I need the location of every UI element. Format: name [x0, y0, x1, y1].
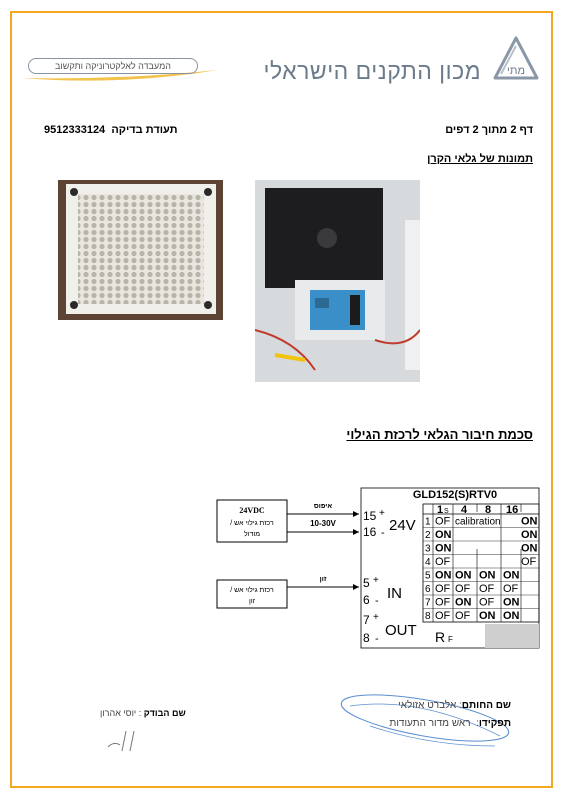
svg-text:+: +: [373, 612, 379, 623]
terminal-6: 6: [363, 593, 370, 607]
switch-cell-r5-c3: ON: [479, 570, 496, 582]
signer-line: שם החותם: אלברט אזולאי: [398, 700, 511, 711]
terminal-rf: R: [435, 629, 445, 645]
svg-text:-: -: [375, 595, 379, 607]
switch-cell-r6-c3: OF: [479, 583, 495, 595]
diagram-title: סכמת חיבור הגלאי לרכזת הגילוי: [346, 427, 533, 442]
terminal-16: 16: [363, 525, 377, 539]
switch-cell-r7-c3: OF: [479, 597, 495, 609]
signer-name: אלברט אזולאי: [398, 700, 457, 711]
switch-cell-r6-c1: OF: [435, 583, 451, 595]
switch-cell-r3-c1: ON: [435, 543, 452, 555]
logo-text: מתי: [507, 65, 525, 77]
terminal-5: 5: [363, 576, 370, 590]
zone-box: [216, 579, 288, 609]
switch-cell-r5-c0: 5: [425, 571, 431, 582]
checker-label: שם הבודק: [143, 708, 186, 718]
lab-swoosh-icon: [22, 70, 218, 81]
terminal-in: IN: [387, 585, 402, 602]
page-frame: [10, 11, 553, 788]
header-8: 8: [485, 504, 491, 516]
svg-text:-: -: [381, 527, 385, 539]
svg-text:-: -: [375, 633, 379, 645]
reflector-photo: [58, 180, 223, 320]
switch-table: 1 S 4 8 16: [422, 503, 540, 648]
page-info: דף 2 מתוך 2 דפים: [445, 124, 533, 136]
signer-label: שם החותם: [461, 700, 511, 711]
switch-cell-r8-c1: OF: [435, 610, 451, 622]
zone-box-line1: רכזת גילוי אש /: [230, 586, 274, 594]
org-name: מכון התקנים הישראלי: [263, 58, 481, 84]
wiring-diagram: 24VDC רכזת גילוי אש / מודול רכזת גילוי א…: [216, 487, 540, 649]
voltage-range: 10-30V: [310, 519, 336, 528]
switch-cell-r7-c2: ON: [455, 597, 472, 609]
switch-cell-r6-c4: OF: [503, 583, 519, 595]
terminal-15: 15: [363, 509, 377, 523]
cert-label: תעודת בדיקה: [111, 124, 178, 136]
svg-text:+: +: [373, 575, 379, 586]
svg-text:+: +: [379, 508, 385, 519]
switch-cell-r3-c3: ON: [521, 543, 538, 555]
terminal-out: OUT: [385, 622, 417, 639]
lab-name-badge: המעבדה לאלקטרוניקה ותקשוב: [28, 58, 198, 74]
signature-stamp-swirl: [340, 694, 510, 747]
cert-number: 9512333124: [44, 124, 106, 136]
power-box-line3: מודול: [244, 530, 260, 538]
terminal-rf-sub: F: [448, 635, 453, 644]
mati-logo-icon: מתי: [493, 36, 539, 80]
switch-cell-r1-c3: ON: [521, 516, 538, 528]
header-4: 4: [461, 504, 468, 516]
switch-cell-r1-c0: 1: [425, 517, 431, 528]
switch-cell-r8-c2: OF: [455, 610, 471, 622]
power-box-line2: רכזת גילוי אש /: [230, 519, 274, 527]
power-box-line1: 24VDC: [239, 506, 265, 515]
photos-title: תמונות של גלאי הקרן: [427, 153, 533, 165]
switch-cell-r5-c1: ON: [435, 570, 452, 582]
switch-cell-r8-c0: 8: [425, 611, 431, 622]
switch-cell-r5-c2: ON: [455, 570, 472, 582]
switch-cell-r2-c3: ON: [521, 529, 538, 541]
switch-cell-r1-c1: OF: [435, 516, 451, 528]
role-label: תפקידו: [478, 718, 511, 729]
role-value: ראש מדור התעודות: [389, 718, 471, 729]
zone-box-line2: זון: [249, 598, 256, 605]
switch-cell-r6-c0: 6: [425, 584, 431, 595]
header-16: 16: [506, 504, 518, 516]
switch-cell-r7-c1: OF: [435, 597, 451, 609]
zone-label: זון: [320, 576, 327, 583]
reset-label: איפוס: [314, 503, 333, 510]
switch-cell-r2-c0: 2: [425, 530, 431, 541]
power-box: [216, 499, 288, 543]
switch-cell-r7-c4: ON: [503, 597, 520, 609]
checker-signature-scribble: [107, 730, 135, 752]
switch-cell-r6-c2: OF: [455, 583, 471, 595]
switch-cell-r1-c2: calibration: [455, 517, 501, 528]
terminal-7: 7: [363, 613, 370, 627]
certificate-line: תעודת בדיקה 9512333124: [44, 124, 178, 136]
switch-cell-r4-c0: 4: [425, 557, 431, 568]
switch-cell-r2-c1: ON: [435, 529, 452, 541]
switch-cell-r5-c4: ON: [503, 570, 520, 582]
switch-cell-r4-c3: OF: [521, 556, 537, 568]
switch-cell-r7-c0: 7: [425, 598, 431, 609]
header-s: S: [444, 508, 449, 515]
detector-photo: [255, 180, 420, 382]
switch-cell-r8-c3: ON: [479, 610, 496, 622]
model-name: GLD152(S)RTV0: [413, 489, 497, 501]
role-line: תפקידו: ראש מדור התעודות: [389, 718, 511, 729]
shaded-cell: [485, 624, 539, 648]
header-1: 1: [437, 504, 443, 516]
checker-signature: שם הבודק : יוסי אהרון: [100, 708, 186, 718]
terminal-24v: 24V: [389, 517, 416, 534]
checker-name: יוסי אהרון: [100, 708, 137, 718]
switch-cell-r8-c4: ON: [503, 610, 520, 622]
switch-cell-r3-c0: 3: [425, 544, 431, 555]
terminal-8: 8: [363, 631, 370, 645]
switch-cell-r4-c1: OF: [435, 556, 451, 568]
